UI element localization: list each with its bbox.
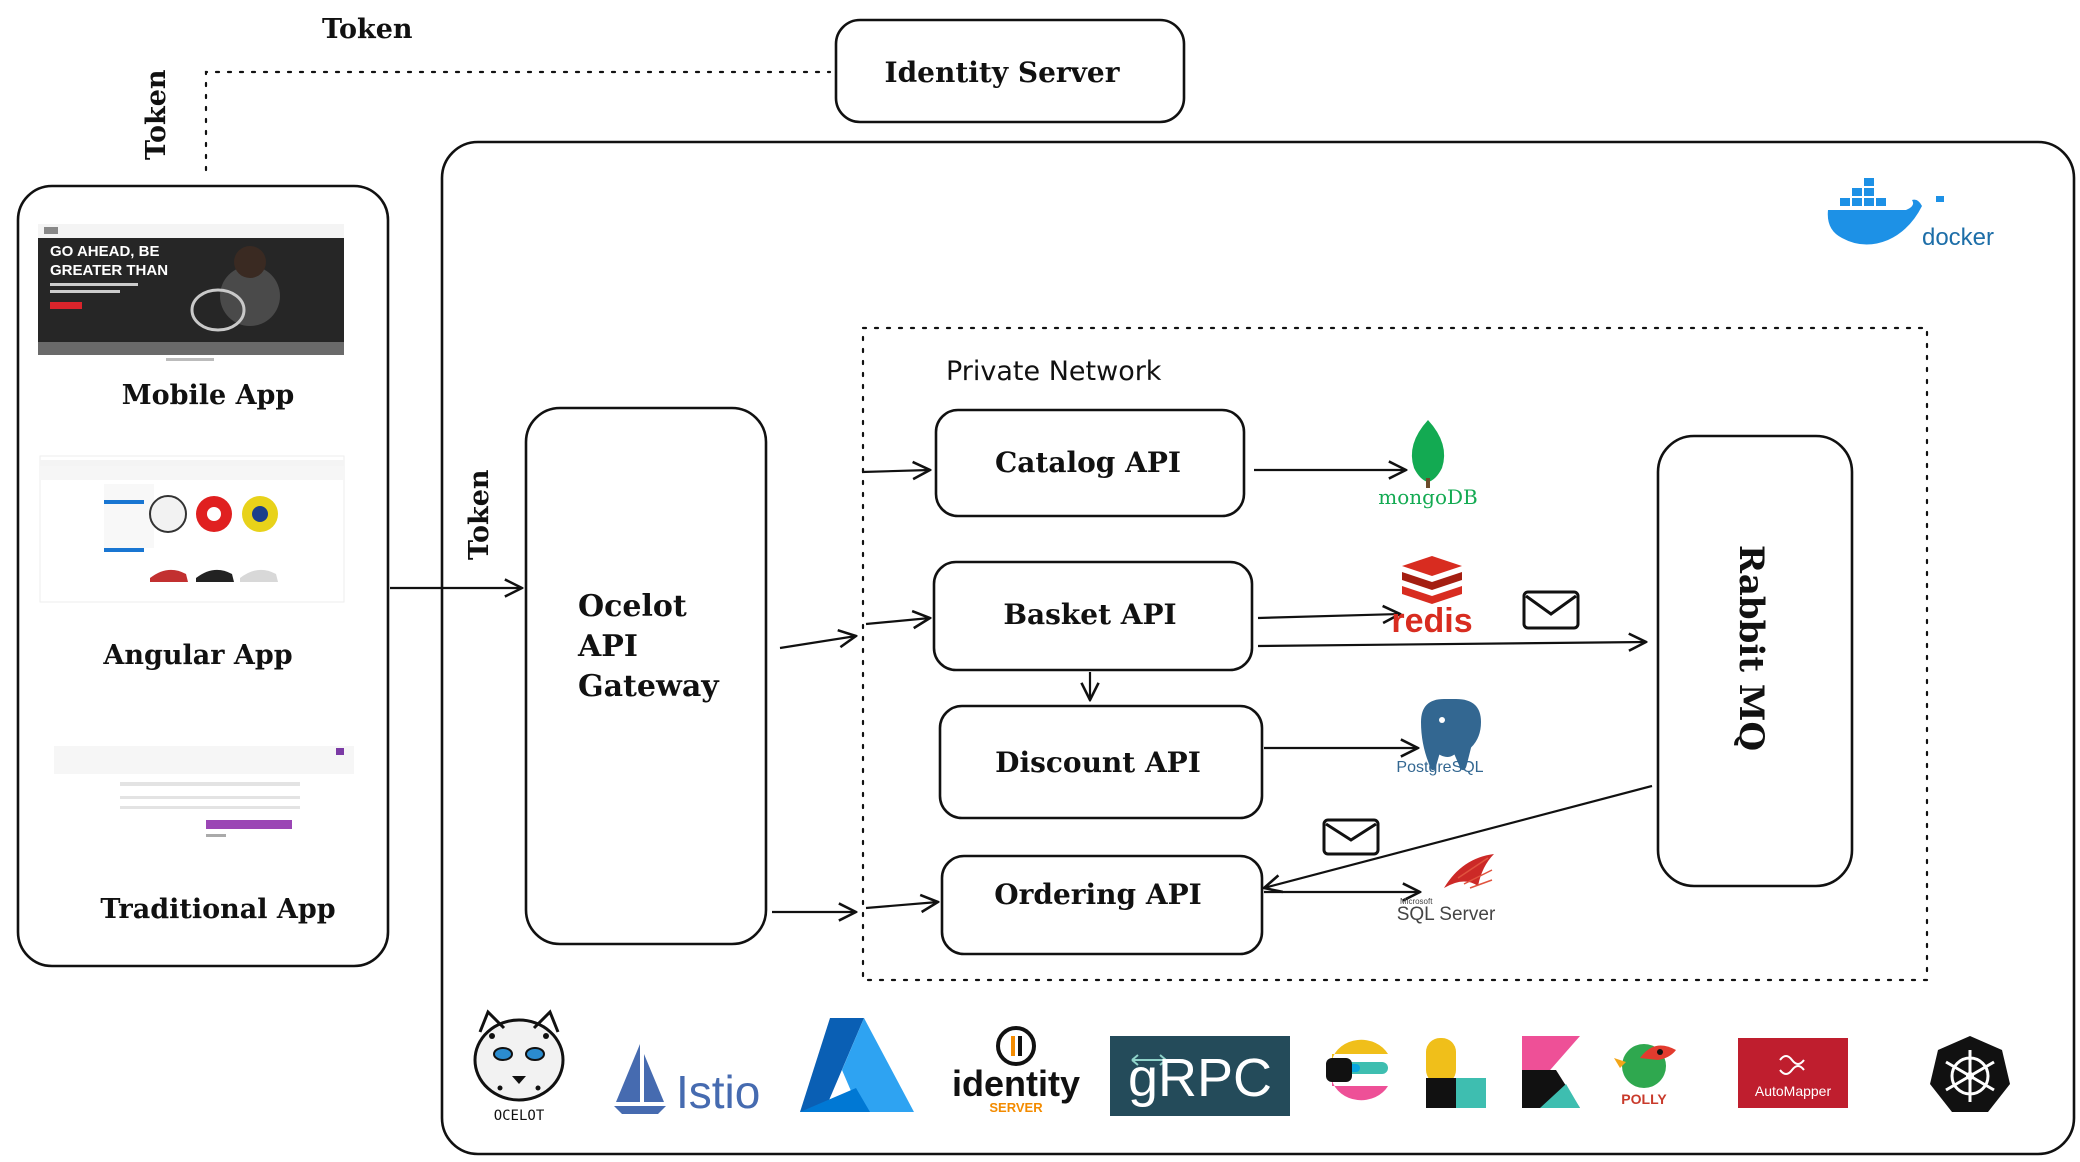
kubernetes-logo xyxy=(1930,1036,2010,1112)
mongodb-logo: mongoDB xyxy=(1378,420,1478,509)
basket-api-label: Basket API xyxy=(1003,598,1176,631)
grpc-logo: gRPC xyxy=(1110,1036,1290,1116)
token-top-label: Token xyxy=(322,14,413,45)
sqlserver-wordmark: SQL Server xyxy=(1397,904,1496,925)
ocelot-gateway-box[interactable] xyxy=(524,406,768,946)
ocelot-wordmark: OCELOT xyxy=(494,1108,545,1124)
redis-logo: redis xyxy=(1391,556,1473,640)
basket-to-rabbitmq-arrow xyxy=(1257,642,1646,646)
token-gateway-label: Token xyxy=(464,469,495,560)
mobile-headline-1: GO AHEAD, BE xyxy=(50,243,159,260)
angular-app-label: Angular App xyxy=(102,640,292,671)
token-dotted-link xyxy=(204,70,832,172)
gateway-label-2: API xyxy=(577,629,638,664)
network-to-ordering-arrow xyxy=(865,902,938,908)
sqlserver-small-label: Microsoft xyxy=(1400,897,1433,906)
grpc-wordmark: gRPC xyxy=(1128,1048,1272,1108)
elasticsearch-logo xyxy=(1326,1039,1388,1101)
private-network-label: Private Network xyxy=(946,356,1162,387)
identity-server-box[interactable] xyxy=(834,18,1186,124)
mobile-app-label: Mobile App xyxy=(122,380,295,411)
ordering-api-box[interactable] xyxy=(940,854,1264,956)
gateway-label-3: Gateway xyxy=(578,669,720,704)
identity-server-wordmark: SERVER xyxy=(989,1100,1043,1115)
docker-wordmark: docker xyxy=(1922,224,1994,251)
automapper-logo: AutoMapper xyxy=(1738,1038,1848,1108)
identityserver-logo: identity SERVER xyxy=(952,1026,1080,1115)
sqlserver-logo: Microsoft SQL Server xyxy=(1397,854,1496,925)
gateway-label-1: Ocelot xyxy=(578,589,687,624)
istio-logo: Istio xyxy=(614,1044,760,1118)
kibana-logo xyxy=(1522,1036,1580,1108)
polly-logo: POLLY xyxy=(1614,1044,1676,1107)
envelope-icon xyxy=(1322,818,1380,856)
discount-api-box[interactable] xyxy=(938,704,1264,820)
postgresql-logo: PostgreSQL xyxy=(1396,697,1484,776)
rabbitmq-to-ordering-arrow xyxy=(1264,784,1653,888)
basket-api-box[interactable] xyxy=(932,560,1254,672)
traditional-app-screenshot[interactable] xyxy=(54,746,354,837)
identity-wordmark: identity xyxy=(952,1063,1080,1104)
postgresql-wordmark: PostgreSQL xyxy=(1396,759,1483,776)
mongodb-wordmark: mongoDB xyxy=(1378,485,1477,509)
mobile-headline-2: GREATER THAN xyxy=(50,262,168,279)
rabbitmq-label: Rabbit MQ xyxy=(1731,545,1771,751)
angular-app-screenshot[interactable] xyxy=(39,455,345,603)
basket-to-redis-arrow xyxy=(1257,614,1400,618)
automapper-wordmark: AutoMapper xyxy=(1755,1083,1832,1099)
ocelot-logo: OCELOT xyxy=(473,1009,565,1124)
rabbitmq-box[interactable] xyxy=(1656,434,1854,888)
discount-api-label: Discount API xyxy=(995,746,1201,779)
docker-logo: docker xyxy=(1827,178,1994,251)
network-to-catalog-arrow xyxy=(861,470,930,472)
gateway-to-network-arrow-1 xyxy=(779,636,856,650)
network-to-basket-arrow xyxy=(865,618,930,624)
polly-wordmark: POLLY xyxy=(1621,1091,1667,1107)
azure-logo xyxy=(800,1018,914,1112)
catalog-api-label: Catalog API xyxy=(995,446,1181,479)
redis-wordmark: redis xyxy=(1391,602,1472,640)
private-network-boundary xyxy=(861,326,1929,982)
istio-wordmark: Istio xyxy=(676,1066,760,1118)
traditional-app-label: Traditional App xyxy=(100,894,335,925)
docker-host-box xyxy=(440,140,2076,1156)
token-vertical-label: Token xyxy=(141,69,172,160)
catalog-api-box[interactable] xyxy=(934,408,1246,518)
identity-server-label: Identity Server xyxy=(885,56,1121,89)
client-apps-box xyxy=(16,184,390,968)
envelope-icon xyxy=(1522,590,1580,630)
mobile-app-screenshot[interactable]: GO AHEAD, BE GREATER THAN xyxy=(38,224,344,361)
logstash-logo xyxy=(1426,1038,1486,1108)
ordering-api-label: Ordering API xyxy=(994,878,1201,911)
